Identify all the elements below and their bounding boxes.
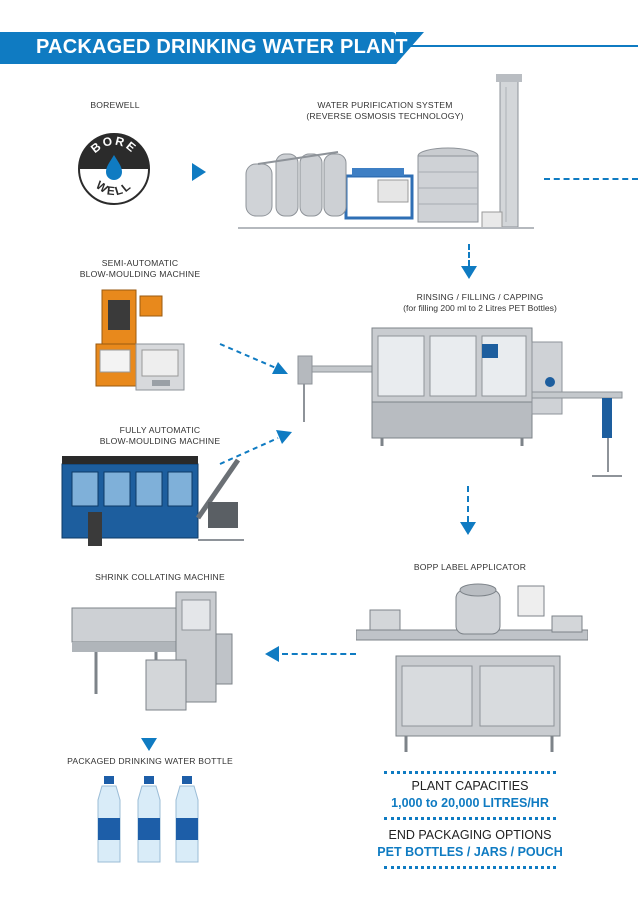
flow-connector-down-2	[467, 486, 469, 522]
bottle-icon	[137, 776, 161, 863]
logo-bottom-text: WELL	[93, 178, 132, 198]
semi-auto-label-line2: BLOW-MOULDING MACHINE	[79, 269, 201, 279]
semi-auto-machine-image	[95, 289, 185, 391]
page-title: PACKAGED DRINKING WATER PLANT	[36, 36, 408, 58]
fully-auto-label-line2: BLOW-MOULDING MACHINE	[99, 436, 221, 446]
flow-connector-left	[282, 653, 356, 655]
arrow-down-icon	[461, 266, 477, 279]
water-bottles-image	[97, 776, 199, 863]
water-drop-icon	[106, 155, 122, 180]
flow-connector-down-1	[468, 244, 470, 266]
bottle-label: PACKAGED DRINKING WATER BOTTLE	[67, 756, 233, 766]
capacities-value: 1,000 to 20,000 LITRES/HR	[391, 796, 549, 810]
capacity-divider-middle	[384, 817, 556, 820]
title-banner	[0, 32, 424, 64]
bottle-icon	[97, 776, 121, 863]
title-rule	[396, 45, 638, 47]
bottle-icon	[175, 776, 199, 863]
shrink-label: SHRINK COLLATING MACHINE	[95, 572, 225, 582]
capacity-divider-top	[384, 771, 556, 774]
rinsing-label-line1: RINSING / FILLING / CAPPING	[416, 292, 544, 302]
flow-connector-semi	[219, 343, 288, 374]
arrow-left-icon	[265, 646, 279, 662]
svg-text:WELL: WELL	[93, 178, 134, 198]
semi-auto-label-line1: SEMI-AUTOMATIC	[101, 258, 179, 268]
purification-label-line2: (REVERSE OSMOSIS TECHNOLOGY)	[306, 111, 464, 121]
borewell-label: BOREWELL	[90, 100, 140, 110]
borewell-logo: BORE WELL	[78, 133, 150, 205]
arrow-icon	[276, 430, 292, 444]
capacity-divider-bottom	[384, 866, 556, 869]
arrow-down-icon	[141, 738, 157, 751]
arrow-right-icon	[192, 163, 206, 181]
arrow-down-icon	[460, 522, 476, 535]
capacities-heading: PLANT CAPACITIES	[411, 779, 529, 793]
bopp-label: BOPP LABEL APPLICATOR	[413, 562, 527, 572]
packaging-options-value: PET BOTTLES / JARS / POUCH	[377, 845, 563, 859]
rinsing-filling-capping-machine-image	[297, 327, 623, 477]
packaging-options-heading: END PACKAGING OPTIONS	[388, 828, 552, 842]
arrow-icon	[272, 362, 288, 374]
fully-auto-machine-image	[61, 456, 244, 546]
fully-auto-label-line1: FULLY AUTOMATIC	[119, 425, 201, 435]
purification-label-line1: WATER PURIFICATION SYSTEM	[317, 100, 453, 110]
flow-connector-right	[544, 178, 638, 180]
purification-system-image	[238, 74, 534, 229]
shrink-collating-machine-image	[71, 591, 233, 711]
rinsing-label-line2: (for filling 200 ml to 2 Litres PET Bott…	[403, 303, 557, 313]
bopp-label-applicator-image	[356, 583, 588, 752]
flow-connector-fully	[219, 430, 292, 465]
